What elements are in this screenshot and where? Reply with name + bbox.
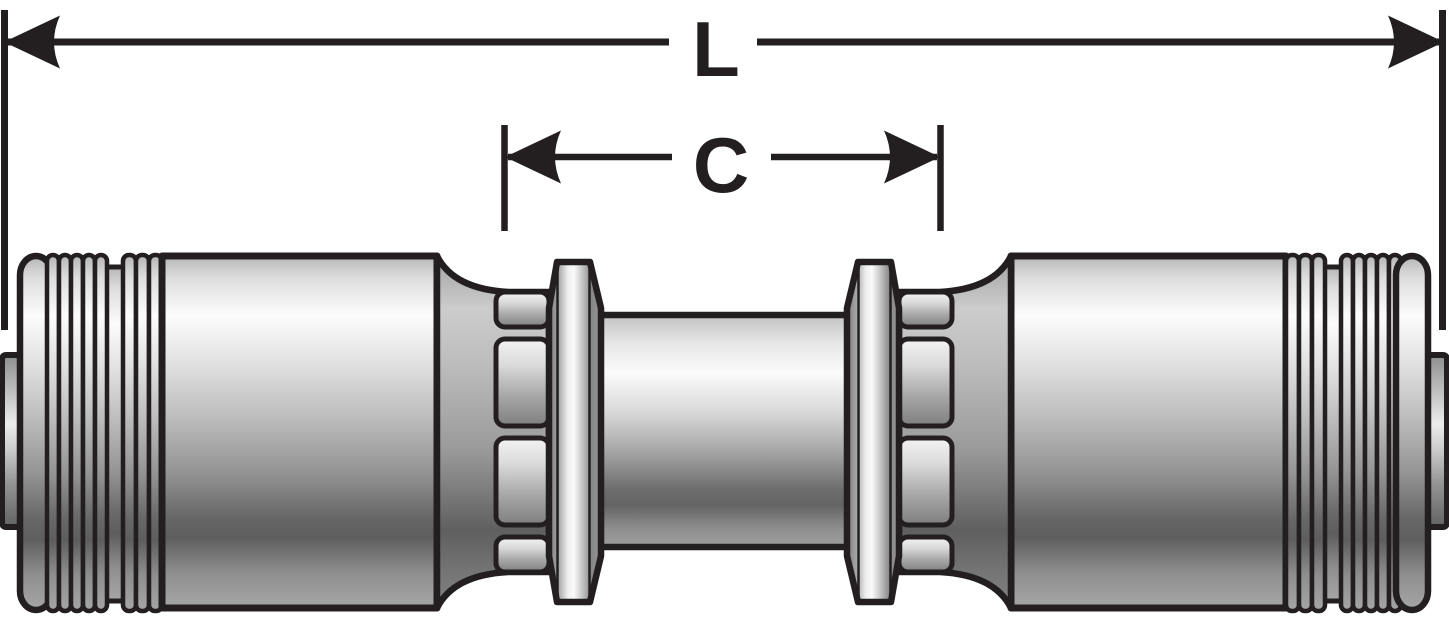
ferrule-body-right — [1007, 252, 1290, 612]
hex-nut-right — [896, 289, 955, 575]
dimension-center-length: C — [501, 121, 944, 231]
flange-left — [545, 258, 605, 606]
l-arrowhead-right-icon — [1388, 15, 1444, 69]
ferrule-ribs-left — [44, 252, 165, 614]
center-tube — [590, 311, 858, 551]
l-arrowhead-left-icon — [4, 15, 60, 69]
c-dimension-label: C — [693, 121, 749, 209]
c-arrowhead-left-icon — [505, 130, 561, 184]
ferrule-body-left — [158, 252, 441, 612]
dimension-overall-length: L — [1, 5, 1446, 330]
coupling-fitting — [0, 252, 1449, 614]
l-dimension-label: L — [692, 5, 740, 93]
c-arrowhead-right-icon — [884, 130, 940, 184]
ferrule-end-cap-right — [1392, 252, 1432, 614]
flange-right — [843, 258, 903, 606]
ferrule-ribs-right — [1283, 252, 1404, 614]
